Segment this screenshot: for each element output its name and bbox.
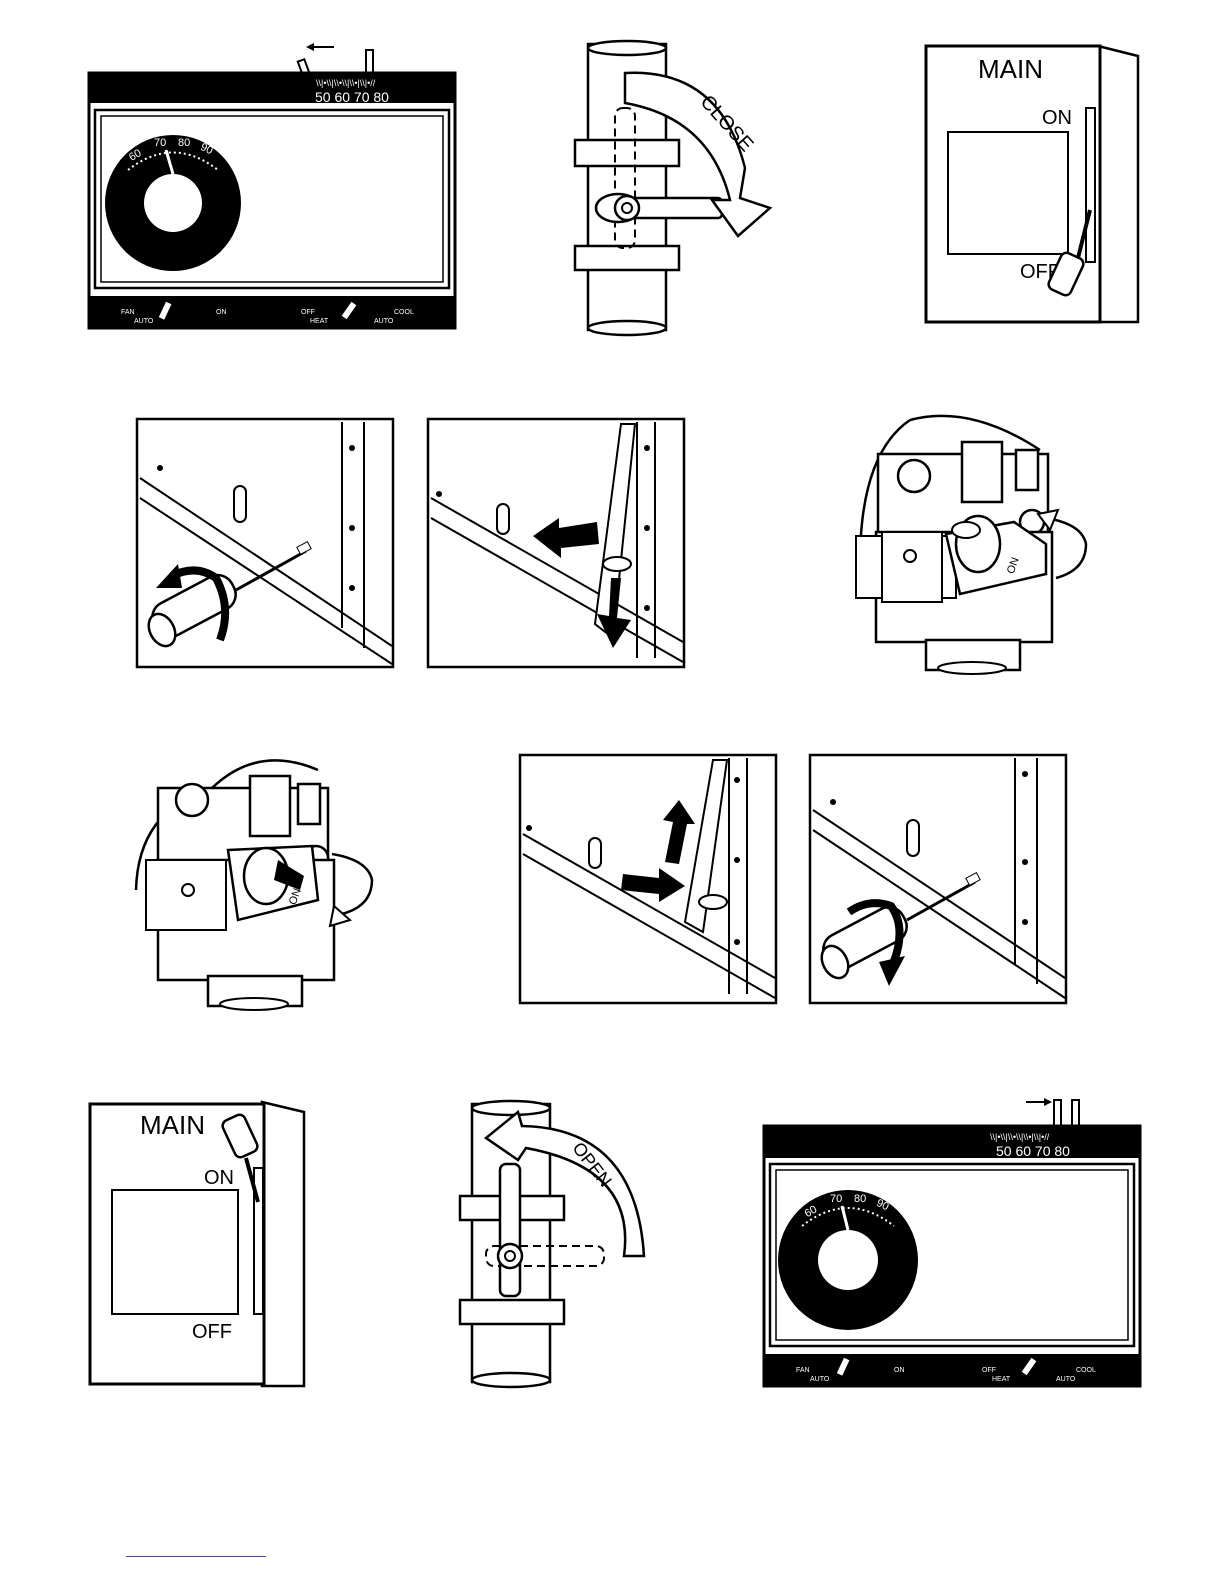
main-switch-on: MAIN ON OFF [86,1098,310,1390]
dial-number-80: 80 [854,1193,866,1205]
heat-label: HEAT [992,1376,1011,1383]
off-label: OFF [301,309,315,316]
main-label: MAIN [140,1110,205,1140]
off-label: OFF [982,1367,996,1374]
auto2-label: AUTO [1056,1376,1076,1383]
on-label: ON [204,1167,234,1189]
valve-open: OPEN [456,1098,656,1390]
arrow-left-icon [306,43,334,51]
panel-screw-loosen [136,418,396,670]
fan-label: FAN [796,1367,810,1374]
rotate-counterclockwise-icon [330,854,372,926]
scale-ticks: \\|•\\|\\•\\|\\•|\\|•// [316,78,376,88]
thermostat-before: \\|•\\|\\•\\|\\•|\\|•// 50 60 70 80 60 7… [86,40,458,332]
dial-number-70: 70 [830,1193,842,1205]
scale-numbers: 50 60 70 80 [315,89,389,105]
auto2-label: AUTO [374,318,394,325]
panel-screw-tighten [809,754,1069,1006]
cool-label: COOL [394,309,414,316]
scale-ticks: \\|•\\|\\•\\|\\•|\\|•// [990,1132,1050,1142]
fan-label: FAN [121,309,135,316]
main-switch-off: MAIN ON OFF [922,42,1144,328]
dial-number-80: 80 [178,137,190,149]
footnote-rule [126,1556,266,1557]
on-label: ON [894,1367,905,1374]
auto-label: AUTO [134,318,154,325]
temp-lever-icon [1054,1100,1079,1128]
on-label: ON [1042,107,1072,129]
thermostat-after: \\|•\\|\\•\\|\\•|\\|•// 50 60 70 80 60 7… [760,1090,1144,1390]
scale-numbers: 50 60 70 80 [996,1143,1070,1159]
gas-control-valve-off: ON [850,414,1090,676]
heat-label: HEAT [310,318,329,325]
main-label: MAIN [978,54,1043,84]
panel-cover-install [519,754,779,1006]
valve-close: CLOSE [570,38,780,338]
auto-label: AUTO [810,1376,830,1383]
on-label: ON [216,309,227,316]
dial-number-70: 70 [154,137,166,149]
panel-cover-remove [427,418,687,670]
off-label: OFF [192,1321,232,1343]
cool-label: COOL [1076,1367,1096,1374]
arrow-right-icon [1026,1098,1052,1106]
gas-control-valve-on: ON [128,750,378,1010]
